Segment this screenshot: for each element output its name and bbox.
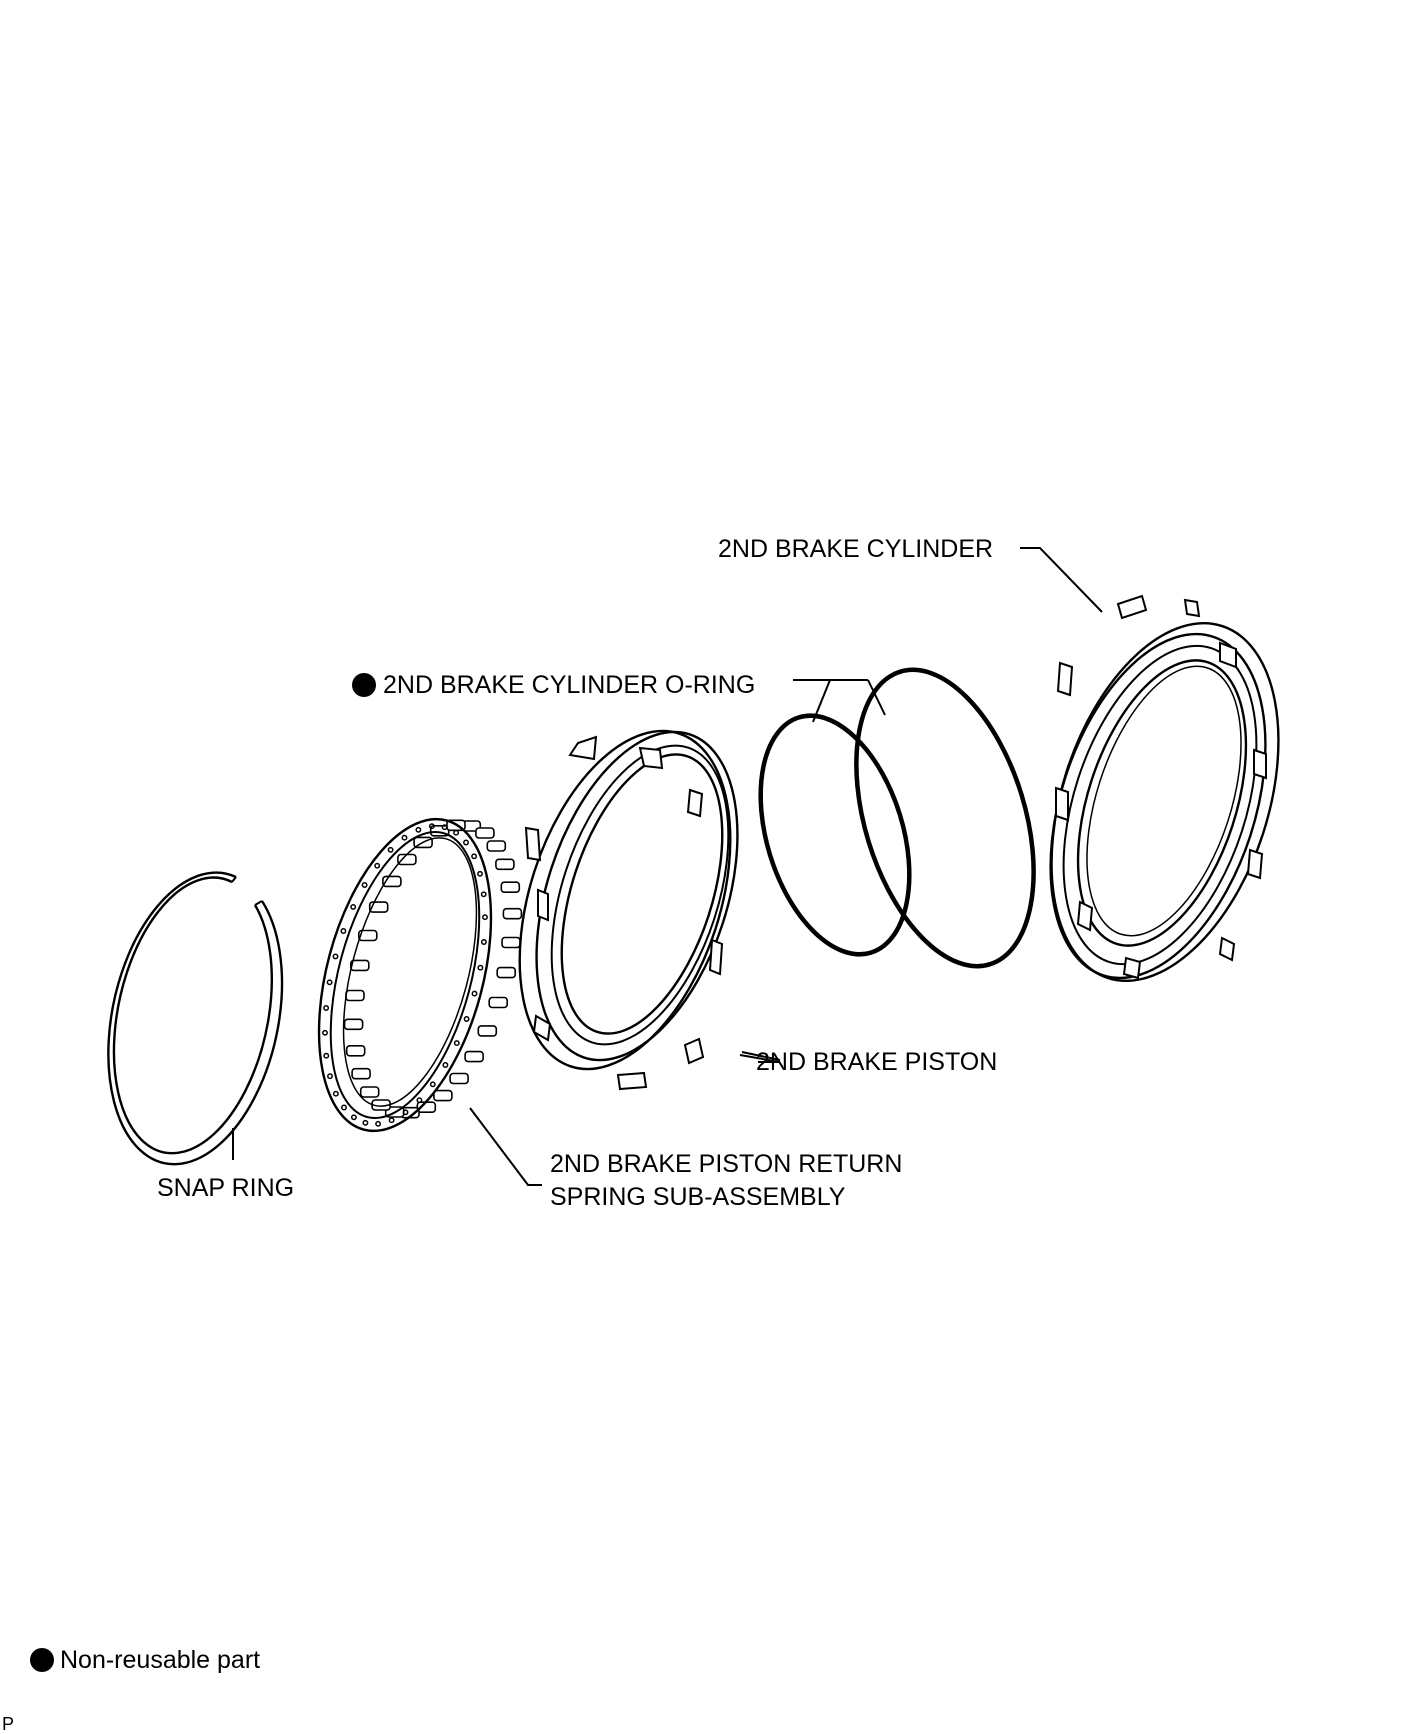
legend-text: Non-reusable part — [60, 1646, 260, 1674]
spring-coil — [502, 907, 523, 920]
spring-coil — [500, 881, 521, 894]
legend-filled-circle-icon — [30, 1648, 54, 1672]
plate-hole — [362, 1119, 369, 1126]
spring-coil — [345, 1045, 366, 1057]
plate-hole — [340, 928, 347, 934]
spring-coil — [495, 858, 515, 871]
spring-coil — [501, 936, 521, 949]
plate-hole — [429, 1081, 436, 1088]
spring-coil — [486, 840, 507, 852]
plate-hole — [415, 826, 422, 833]
snap-ring — [107, 871, 284, 1166]
plate-hole — [341, 1104, 347, 1111]
label-brake-piston: 2ND BRAKE PISTON — [756, 1048, 997, 1076]
label-return-spring-line2: SPRING SUB-ASSEMBLY — [550, 1183, 846, 1211]
non-reusable-marker-icon — [352, 673, 376, 697]
spring-coil — [343, 1018, 364, 1031]
plate-hole — [471, 853, 478, 860]
plate-hole — [477, 870, 483, 877]
spring-coil — [477, 1025, 498, 1037]
label-brake-cylinder-o-ring: 2ND BRAKE CYLINDER O-RING — [383, 671, 755, 699]
plate-hole — [323, 1052, 330, 1059]
plate-hole — [463, 839, 469, 846]
plate-hole — [463, 1016, 470, 1022]
spring-coil — [359, 1086, 380, 1098]
plate-hole — [327, 1073, 333, 1080]
brake-piston — [518, 729, 739, 1091]
o-rings — [758, 667, 1036, 969]
return-spring-sub-assembly — [317, 817, 523, 1133]
plate-hole — [471, 990, 478, 997]
plate-hole — [332, 1090, 339, 1097]
return-springs — [343, 819, 523, 1119]
spring-coil — [449, 1072, 469, 1085]
plate-hole — [428, 823, 435, 830]
plate-hole — [453, 829, 460, 836]
spring-coil — [464, 1050, 484, 1063]
spring-coil — [496, 966, 517, 979]
plate-hole — [361, 882, 368, 888]
brake-cylinder — [1049, 594, 1280, 983]
plate-hole — [374, 862, 381, 869]
spring-coil — [397, 853, 417, 866]
plate-holes — [322, 823, 488, 1127]
spring-coil — [349, 959, 370, 972]
plate-hole — [350, 903, 357, 910]
plate-hole — [416, 1097, 423, 1104]
spring-coil — [345, 989, 365, 1002]
plate-hole — [477, 964, 484, 971]
plate-hole — [480, 891, 487, 898]
spring-coil — [368, 901, 389, 913]
plate-hole — [441, 824, 448, 831]
spring-coil — [488, 996, 509, 1009]
plate-hole — [482, 914, 488, 921]
spring-coil — [351, 1067, 371, 1080]
spring-coil — [357, 929, 378, 942]
plate-hole — [401, 834, 408, 841]
plate-hole — [326, 979, 333, 986]
plate-hole — [387, 846, 394, 853]
label-return-spring-line1: 2ND BRAKE PISTON RETURN — [550, 1150, 902, 1178]
plate-hole — [480, 939, 487, 945]
leader-lines — [232, 547, 1103, 1186]
plate-hole — [322, 1029, 328, 1036]
spring-coil — [475, 827, 495, 839]
plate-hole — [375, 1120, 382, 1127]
plate-hole — [332, 953, 339, 960]
plate-hole — [453, 1040, 460, 1047]
spring-coil — [433, 1089, 453, 1102]
plate-hole — [323, 1005, 330, 1011]
label-brake-cylinder: 2ND BRAKE CYLINDER — [718, 535, 993, 563]
corner-mark: P — [2, 1714, 14, 1734]
label-snap-ring: SNAP RING — [157, 1174, 294, 1202]
plate-hole — [442, 1062, 449, 1068]
plate-hole — [350, 1114, 357, 1121]
plate-hole — [388, 1117, 395, 1124]
plate-hole — [402, 1109, 409, 1116]
